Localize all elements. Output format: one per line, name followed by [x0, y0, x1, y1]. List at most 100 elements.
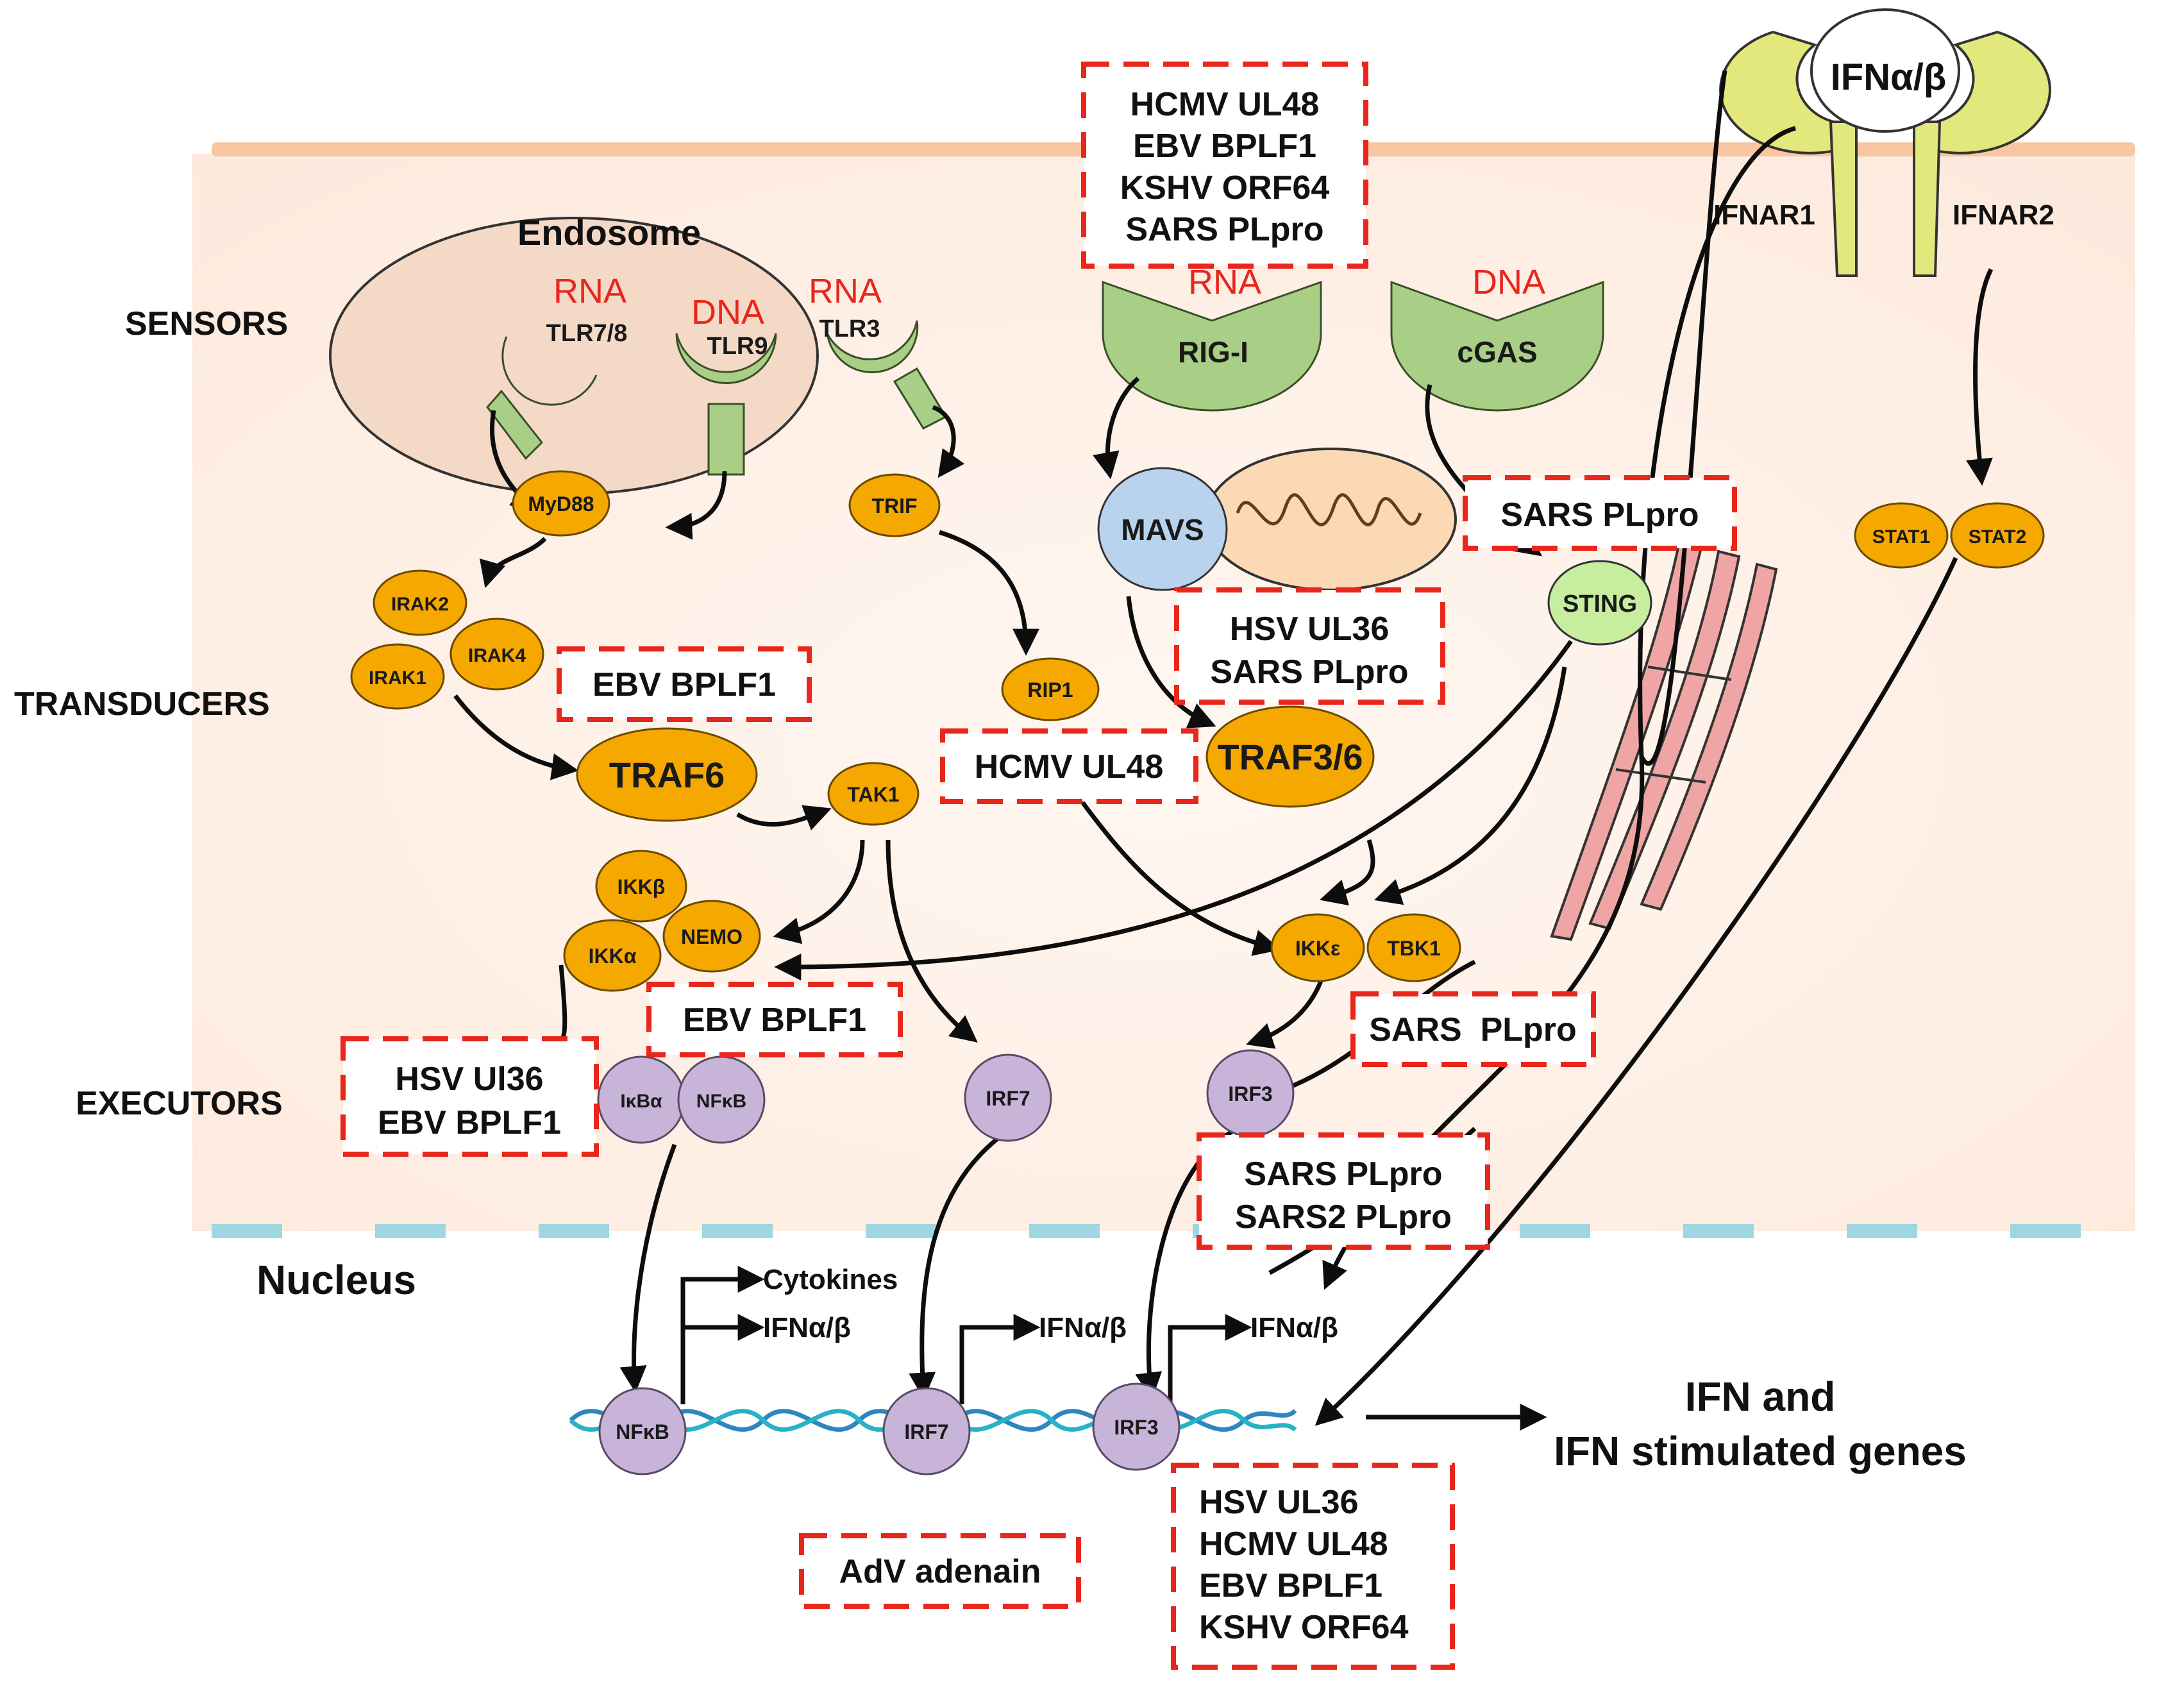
endoplasmic-reticulum: [1550, 537, 1778, 941]
ifn-alpha-beta-ligand: IFNα/β: [1831, 56, 1947, 98]
irak1-label: IRAK1: [369, 668, 426, 689]
irf3-inhibitor-1: SARS PLpro: [1244, 1155, 1442, 1193]
nucleus-inhibitor-2: HCMV UL48: [1199, 1525, 1388, 1563]
nfkb-dna-label: NFκB: [616, 1420, 669, 1443]
sting-node: [1547, 560, 1652, 646]
inhibitor-box-tak1: HCMV UL48: [940, 728, 1198, 804]
nemo-label: NEMO: [681, 925, 743, 948]
sting-label: STING: [1563, 591, 1637, 618]
cgas-label: cGAS: [1457, 335, 1537, 369]
endosome-title: Endosome: [517, 212, 701, 253]
trif-node: [848, 473, 941, 537]
rig-i-label: RIG-I: [1178, 335, 1248, 369]
tbk1-node: [1366, 913, 1461, 982]
mavs-traf-inhibitor-1: HSV UL36: [1230, 610, 1390, 648]
irak4-label: IRAK4: [468, 645, 526, 666]
ikkb-node: [595, 850, 687, 923]
tbk1-label: TBK1: [1387, 937, 1441, 960]
mavs-traf-inhibitor-2: SARS PLpro: [1210, 653, 1408, 691]
irak4-node: [449, 618, 544, 691]
inhibitor-box-traf6: EBV BPLF1: [557, 646, 812, 722]
trif-label: TRIF: [871, 494, 917, 517]
inhibitor-box-adv: AdV adenain: [799, 1533, 1081, 1609]
tlr7-8-label: TLR7/8: [546, 320, 628, 347]
stat1-label: STAT1: [1872, 526, 1931, 548]
tbk1-inhibitor-1: SARS PLpro: [1369, 1011, 1577, 1048]
tlr3-ligand: RNA: [809, 272, 882, 310]
traf3-6-label: TRAF3/6: [1217, 737, 1363, 777]
ikka-node: [563, 919, 662, 992]
membrane-inhibitor-4: SARS PLpro: [1125, 211, 1323, 248]
ikba-label: IκBα: [620, 1091, 662, 1112]
irf7-node: [964, 1054, 1052, 1142]
inhibitor-box-irf3: SARS PLpro SARS2 PLpro: [1197, 1132, 1490, 1250]
membrane-inhibitor-3: KSHV ORF64: [1120, 169, 1330, 206]
nucleus-inhibitor-4: KSHV ORF64: [1199, 1609, 1409, 1646]
rig-i-ligand: RNA: [1188, 263, 1261, 301]
irak2-node: [373, 569, 467, 636]
inhibitor-box-mavs-traf: HSV UL36 SARS PLpro: [1174, 587, 1445, 705]
ifn-output-irf3: IFNα/β: [1250, 1312, 1338, 1343]
ifn-output-irf7: IFNα/β: [1039, 1312, 1127, 1343]
myd88-label: MyD88: [528, 492, 594, 516]
stat1-node: [1854, 502, 1949, 569]
ikka-label: IKKα: [589, 945, 637, 968]
cgas-ligand: DNA: [1472, 263, 1545, 301]
myd88-node: [512, 470, 610, 537]
rig-i-sensor: [1102, 280, 1322, 412]
tlr9-receptor: [675, 333, 777, 476]
tlr9-label: TLR9: [707, 333, 768, 360]
ikba-inhibitor-1: HSV Ul36: [395, 1061, 543, 1098]
tlr3-label: TLR3: [819, 315, 880, 342]
result-line-1: IFN and: [1685, 1374, 1836, 1420]
inhibitor-box-ikba: HSV Ul36 EBV BPLF1: [340, 1036, 599, 1157]
nfkb-label: NFκB: [696, 1091, 746, 1112]
mavs-node: [1097, 467, 1228, 591]
tak1-label: TAK1: [847, 783, 899, 806]
stat2-label: STAT2: [1969, 526, 2027, 548]
irf7-label: IRF7: [986, 1087, 1030, 1110]
inhibitor-box-tbk1: SARS PLpro: [1350, 991, 1596, 1067]
traf6-inhibitor-1: EBV BPLF1: [592, 666, 776, 703]
nfkb-dna-node: [598, 1387, 687, 1475]
tak1-node: [827, 762, 920, 826]
sting-inhibitor-1: SARS PLpro: [1500, 496, 1699, 534]
irf3-dna-node: [1092, 1382, 1180, 1471]
nucleus-label: Nucleus: [256, 1257, 416, 1303]
traf6-label: TRAF6: [609, 755, 725, 795]
ikke-node: [1270, 913, 1365, 982]
traf6-node: [576, 727, 758, 822]
tlr9-ligand: DNA: [691, 293, 764, 332]
ifnar2-label: IFNAR2: [1953, 199, 2054, 231]
adv-inhibitor-1: AdV adenain: [839, 1553, 1041, 1590]
mitochondrion: [1204, 448, 1457, 591]
stat2-node: [1950, 502, 2045, 569]
inhibitor-box-sting: SARS PLpro: [1463, 475, 1737, 551]
nemo-node: [662, 900, 761, 973]
rip1-label: RIP1: [1027, 678, 1073, 702]
ifn-output-nfkb: IFNα/β: [763, 1312, 851, 1343]
inhibitor-box-nucleus: HSV UL36 HCMV UL48 EBV BPLF1 KSHV ORF64: [1171, 1463, 1455, 1670]
membrane-inhibitor-1: HCMV UL48: [1130, 86, 1320, 123]
irak2-label: IRAK2: [391, 594, 449, 615]
cgas-sensor: [1390, 280, 1604, 412]
ifnar1-label: IFNAR1: [1713, 199, 1815, 231]
nucleus-inhibitor-1: HSV UL36: [1199, 1484, 1359, 1521]
node-shapes: [350, 467, 2045, 1475]
irf3-dna-label: IRF3: [1114, 1416, 1158, 1439]
tlr7-8-ligand: RNA: [553, 272, 626, 310]
inhibitor-box-membrane: HCMV UL48 EBV BPLF1 KSHV ORF64 SARS PLpr…: [1081, 62, 1368, 269]
sensors-row-label: SENSORS: [125, 305, 288, 342]
ikke-label: IKKε: [1295, 937, 1340, 960]
traf3-6-node: [1205, 705, 1375, 808]
irf7-dna-node: [882, 1387, 971, 1475]
irf3-label: IRF3: [1228, 1082, 1272, 1105]
rip1-node: [1001, 657, 1100, 721]
ikkb-label: IKKβ: [617, 875, 666, 898]
ifnar-receptor: [1719, 8, 2051, 277]
nucleus-inhibitor-3: EBV BPLF1: [1199, 1567, 1382, 1604]
mavs-label: MAVS: [1121, 513, 1204, 546]
transducers-row-label: TRANSDUCERS: [14, 685, 270, 723]
